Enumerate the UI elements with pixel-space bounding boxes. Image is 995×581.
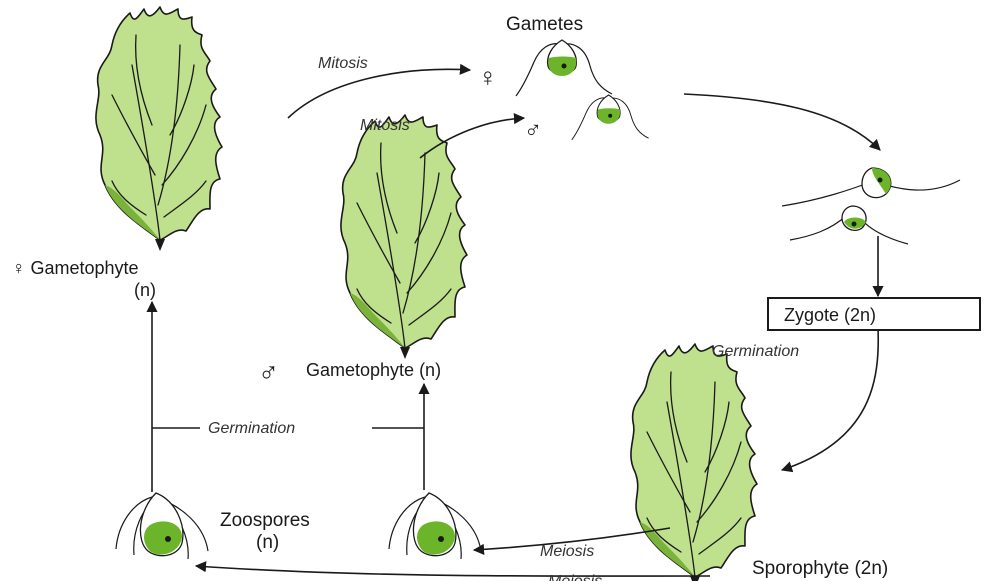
female-gametophyte-thallus [96, 7, 222, 251]
label-female-gametophyte: ♀ Gametophyte [12, 258, 139, 278]
male-gametophyte-thallus [341, 115, 467, 359]
label-germination-left: Germination [208, 420, 295, 437]
sporophyte-thallus [631, 344, 757, 581]
label-zygote: Zygote (2n) [784, 305, 876, 325]
label-gametes: Gametes [506, 14, 583, 35]
arrow-to-fusion [684, 94, 880, 150]
zoospore-left [116, 493, 208, 559]
female-gamete [516, 40, 612, 96]
fusing-gametes [782, 168, 960, 244]
arrow-mitosis-female [288, 69, 470, 118]
label-mitosis-mid: Mitosis [360, 117, 410, 134]
arrow-meiosis-lower [196, 566, 710, 576]
male-symbol-gametophyte: ♂ [258, 357, 279, 388]
label-meiosis-bottom: Meiosis [548, 573, 602, 581]
label-zoospores: Zoospores [220, 510, 310, 531]
label-meiosis: Meiosis [540, 543, 594, 560]
label-female-gametophyte-n: (n) [134, 280, 156, 300]
female-symbol: ♀ [478, 62, 498, 92]
label-male-gametophyte: Gametophyte (n) [306, 360, 441, 380]
label-zoospores-n: (n) [256, 532, 279, 553]
zoospore-right [389, 493, 481, 559]
label-germination-right: Germination [712, 343, 799, 360]
label-mitosis-top: Mitosis [318, 55, 368, 72]
label-sporophyte: Sporophyte (2n) [752, 558, 888, 579]
male-symbol: ♂ [524, 117, 542, 144]
male-gamete [572, 95, 649, 140]
